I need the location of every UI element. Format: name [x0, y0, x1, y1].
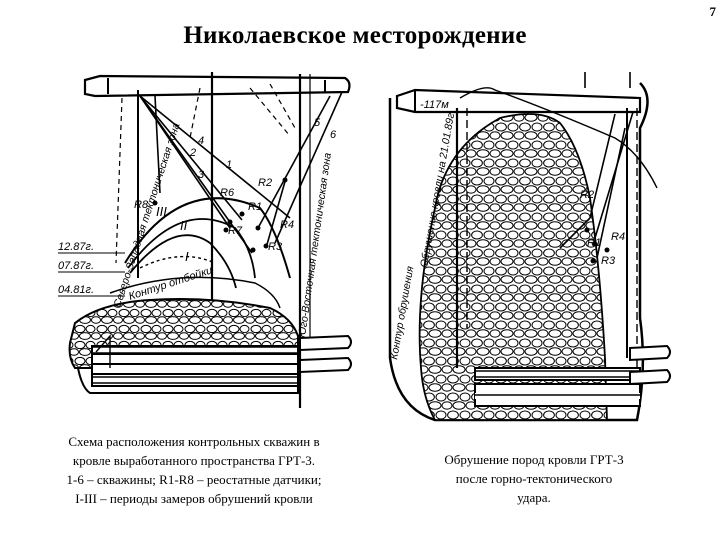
sensor-label-r2: R2: [580, 189, 594, 201]
left-caption-line: кровле выработанного пространства ГРТ-3.: [72, 453, 316, 468]
sensor-label-r2: R2: [258, 177, 272, 189]
period-label-3: III: [156, 204, 167, 219]
se-zone-label: Юго-Восточная тектоническая зона: [296, 152, 334, 339]
right-caption: Обрушение пород кровли ГРТ-3 после горно…: [414, 450, 654, 507]
sensor-label-r6: R6: [220, 187, 235, 199]
right-caption-line: Обрушение пород кровли ГРТ-3: [444, 452, 624, 467]
date-label-3: 04.81г.: [58, 284, 94, 296]
right-mine-diagram: -117м Обрушение кровли на 21.01.89г. Кон…: [388, 72, 671, 422]
sensor-label-r1: R1: [587, 237, 601, 249]
sensor-label-r3: R3: [268, 241, 283, 253]
well-label-6: 6: [330, 129, 337, 141]
right-caption-line: удара.: [517, 490, 551, 505]
page-number: 7: [709, 4, 717, 19]
left-caption: Схема расположения контрольных скважин в…: [24, 432, 364, 508]
date-label-1: 12.87г.: [58, 241, 94, 253]
well-label-1: 1: [226, 159, 232, 171]
sensor-label-r4: R4: [611, 231, 625, 243]
date-label-2: 07.87г.: [58, 260, 94, 272]
left-caption-line: I-III – периоды замеров обрушений кровли: [75, 491, 313, 506]
sensor-label-r1: R1: [248, 201, 262, 213]
period-label-2: II: [180, 218, 188, 233]
well-label-2: 2: [189, 147, 196, 159]
left-caption-line: 1-6 – скважины; R1-R8 – реостатные датчи…: [66, 472, 322, 487]
sensor-label-r8: R8: [134, 199, 149, 211]
period-label-1: I: [185, 249, 189, 264]
level-label: -117м: [420, 99, 449, 111]
left-mine-diagram: Северо-Западная тектоническая зона Юго-В…: [58, 72, 352, 408]
well-label-3: 3: [198, 169, 205, 181]
slide-title: Николаевское месторождение: [183, 22, 527, 49]
well-label-4: 4: [198, 135, 204, 147]
sensor-label-r4: R4: [280, 219, 294, 231]
sensor-label-r7: R7: [228, 225, 243, 237]
left-caption-line: Схема расположения контрольных скважин в: [68, 434, 320, 449]
collapse-contour-label: Контур обрушения: [388, 265, 416, 361]
sensor-label-r3: R3: [601, 255, 616, 267]
well-label-5: 5: [314, 117, 321, 129]
right-caption-line: после горно-тектонического: [455, 471, 613, 486]
